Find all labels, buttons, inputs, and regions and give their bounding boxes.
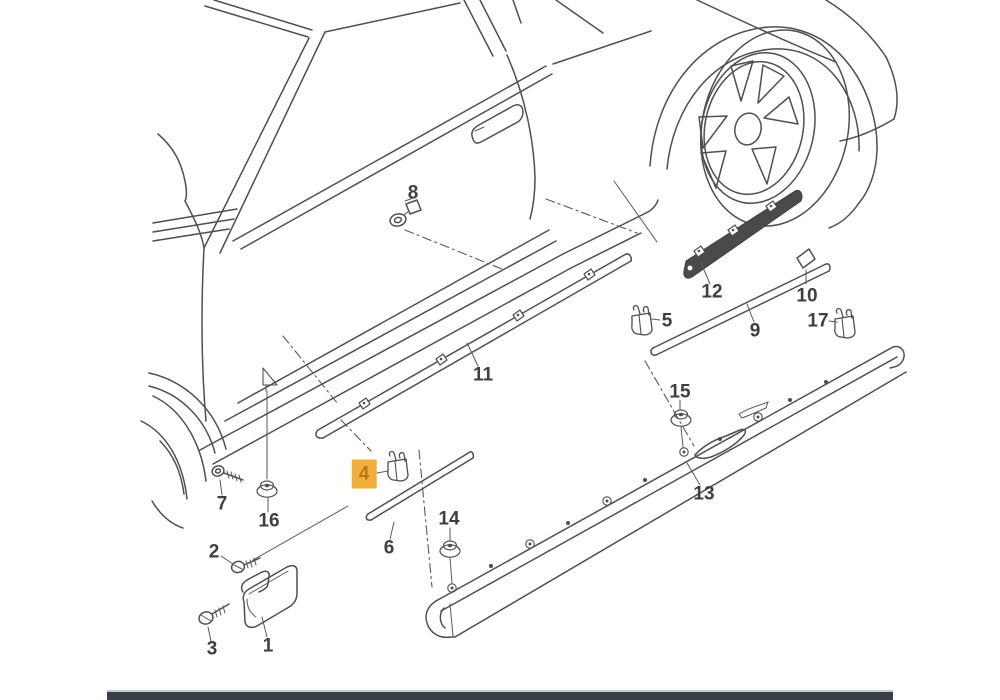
part-label-5[interactable]: 5 xyxy=(661,310,673,332)
part-label-13[interactable]: 13 xyxy=(693,483,715,505)
door-molding-strip-12-dark xyxy=(683,189,803,279)
footer-bar-edge xyxy=(107,690,893,692)
part-label-15[interactable]: 15 xyxy=(669,381,691,403)
part-label-2[interactable]: 2 xyxy=(208,541,220,563)
car-outline xyxy=(140,0,898,529)
projection-lines xyxy=(252,198,695,588)
screw-3 xyxy=(198,603,230,625)
sill-strip-13 xyxy=(425,345,907,639)
part-label-8[interactable]: 8 xyxy=(407,182,419,204)
part-label-3[interactable]: 3 xyxy=(206,638,218,660)
part-label-11[interactable]: 11 xyxy=(472,364,494,386)
part-label-7[interactable]: 7 xyxy=(216,493,228,515)
screw-8 xyxy=(389,196,422,227)
molding-strip-9 xyxy=(650,263,831,356)
part-label-4[interactable]: 4 xyxy=(351,459,377,489)
part-label-12[interactable]: 12 xyxy=(701,281,723,303)
part-label-16[interactable]: 16 xyxy=(258,510,280,532)
trim-piece-10 xyxy=(796,248,816,269)
part-label-6[interactable]: 6 xyxy=(383,537,395,559)
leader-lines xyxy=(207,262,838,642)
molding-strip-6 xyxy=(365,451,475,521)
part-label-10[interactable]: 10 xyxy=(796,285,818,307)
screw-7 xyxy=(211,465,244,483)
footer-bar xyxy=(107,692,893,700)
screw-2 xyxy=(230,557,261,574)
part-label-14[interactable]: 14 xyxy=(438,508,460,530)
part-label-9[interactable]: 9 xyxy=(749,320,761,342)
part-label-1[interactable]: 1 xyxy=(262,635,274,657)
part-label-17[interactable]: 17 xyxy=(807,310,829,332)
stone-guard-1 xyxy=(240,564,298,629)
door-molding-strip-11 xyxy=(315,253,632,439)
nut-16 xyxy=(256,367,278,498)
